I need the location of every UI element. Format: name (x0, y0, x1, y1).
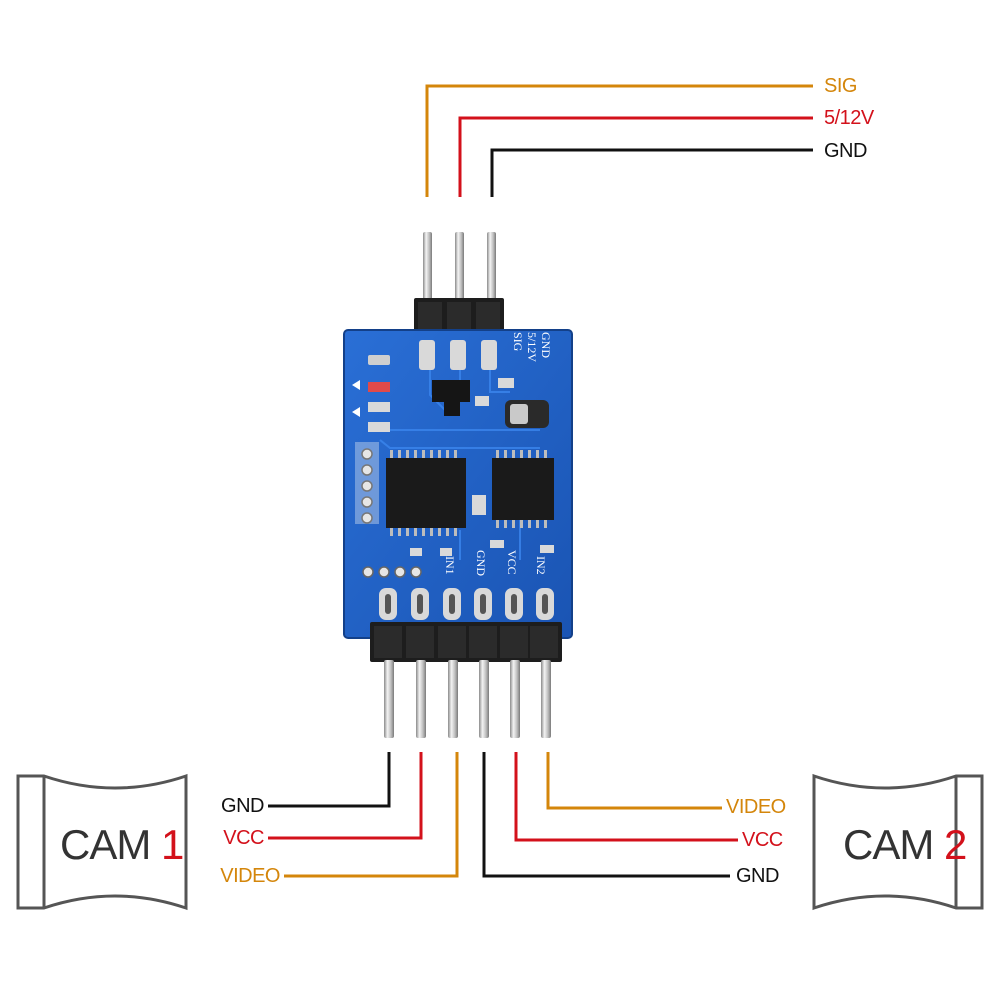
label-gnd-top: GND (824, 140, 867, 162)
top-wires (425, 84, 813, 197)
wire-cam1-video (284, 752, 459, 878)
cam1-name: CAM (60, 821, 151, 868)
silk-bottom-gnd: GND (474, 550, 488, 576)
silk-top-sig: SIG (511, 332, 525, 352)
cam2-number: 2 (944, 821, 967, 868)
wire-sig-top (425, 84, 813, 197)
wire-cam2-vcc (514, 752, 738, 842)
bottom-pin-4 (479, 660, 489, 738)
label-cam1-video: VIDEO (220, 865, 280, 887)
top-header (414, 232, 504, 338)
silk-bottom-in2: IN2 (534, 556, 548, 575)
silk-bottom-vcc: VCC (505, 550, 519, 575)
cam2-name: CAM (843, 821, 934, 868)
cam1-body (16, 773, 188, 911)
top-pin-2 (455, 232, 464, 304)
cam2-title: CAM 2 (843, 821, 967, 868)
top-pin-3 (487, 232, 496, 304)
wire-cam2-gnd (482, 752, 730, 878)
top-pin-1 (423, 232, 432, 304)
bottom-pin-3 (448, 660, 458, 738)
cam1-number: 1 (161, 821, 184, 868)
pcb-board: GND 5/12V SIG IN1 GND VCC IN2 (343, 329, 573, 639)
label-cam2-gnd: GND (736, 865, 779, 887)
label-cam1-gnd: GND (221, 795, 264, 817)
ic-chip-2 (492, 450, 554, 528)
label-cam2-vcc: VCC (742, 829, 783, 851)
bottom-pin-6 (541, 660, 551, 738)
silk-bottom-in1: IN1 (443, 556, 457, 575)
ic-chip-1 (386, 450, 466, 536)
label-cam2-video: VIDEO (726, 796, 786, 818)
bottom-header (370, 622, 562, 738)
label-5-12v: 5/12V (824, 107, 874, 129)
bottom-pin-1 (384, 660, 394, 738)
wire-cam1-vcc (268, 752, 423, 840)
wire-cam1-gnd (268, 752, 391, 808)
bottom-pin-5 (510, 660, 520, 738)
bottom-pin-2 (416, 660, 426, 738)
label-sig: SIG (824, 75, 857, 97)
wire-cam2-video (546, 752, 722, 810)
cam2-body (812, 773, 984, 911)
label-cam1-vcc: VCC (223, 827, 264, 849)
wire-gnd-top (490, 148, 813, 197)
wire-power-top (458, 116, 813, 197)
silk-top-gnd: GND (539, 332, 553, 358)
silk-top-power: 5/12V (525, 332, 539, 362)
cam1-title: CAM 1 (60, 821, 184, 868)
bottom-wires (268, 752, 738, 878)
